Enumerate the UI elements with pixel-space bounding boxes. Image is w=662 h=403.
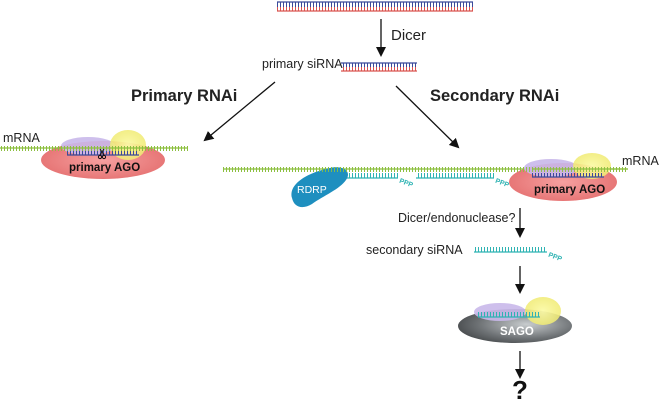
long-dsrna: [277, 1, 473, 12]
right-primary-ago-complex: [223, 153, 628, 201]
mrna-label-right: mRNA: [622, 154, 659, 168]
secondary-sirna-label: secondary siRNA: [366, 243, 463, 257]
secondary-strands-on-mrna: [338, 173, 494, 179]
primary-sirna-duplex: [341, 62, 417, 72]
rdrp-enzyme: [291, 167, 349, 208]
mrna-label-left: mRNA: [3, 131, 40, 145]
dicer-label: Dicer: [391, 27, 427, 44]
primary-sirna-label: primary siRNA: [262, 57, 343, 71]
dicer-endonuclease-label: Dicer/endonuclease?: [398, 211, 516, 225]
rdrp-label: RDRP: [297, 184, 327, 196]
arrow-to-primary-rnai: [203, 81, 276, 142]
sago-label: SAGO: [500, 326, 534, 338]
secondary-sirna: [474, 247, 547, 253]
arrow-to-secondary-rnai: [395, 85, 460, 149]
left-primary-ago-complex: [0, 130, 188, 179]
primary-rnai-title: Primary RNAi: [131, 87, 238, 105]
secondary-rnai-title: Secondary RNAi: [430, 87, 560, 105]
primary-ago-label-right: primary AGO: [534, 184, 606, 196]
question-mark: ?: [512, 375, 528, 403]
sago-complex: [458, 297, 572, 343]
primary-ago-label-left: primary AGO: [69, 162, 141, 174]
